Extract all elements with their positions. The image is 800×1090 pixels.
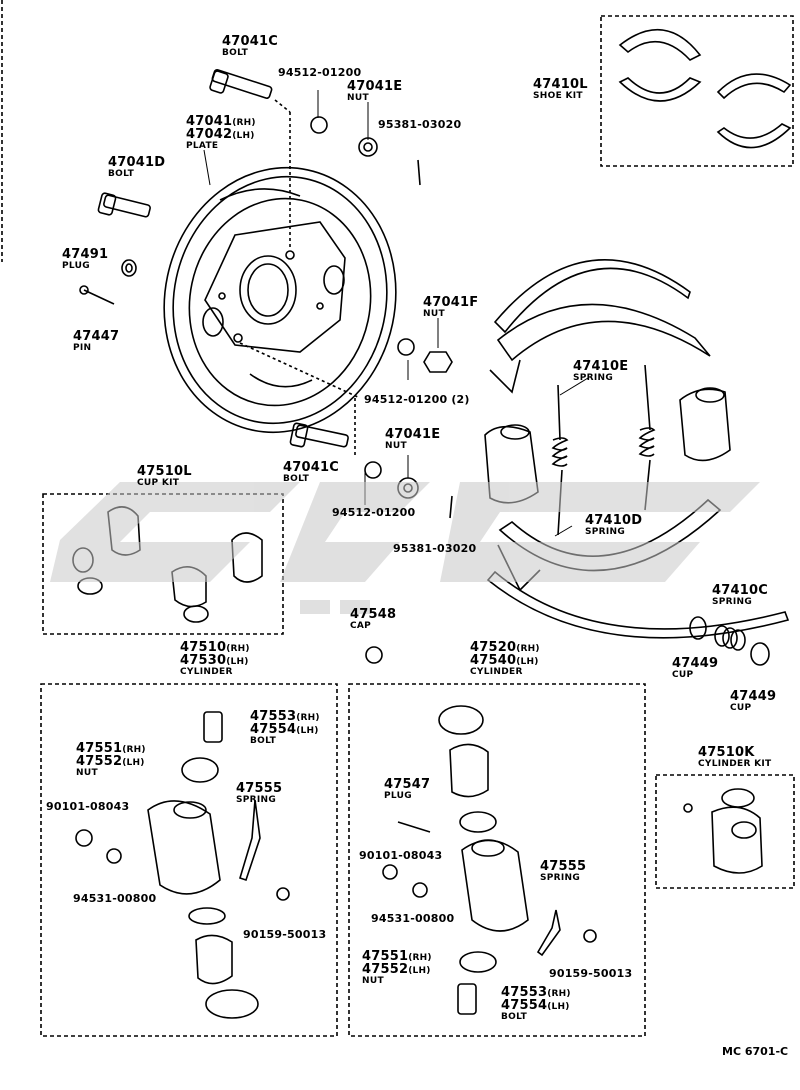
label-bolt-47041c-mid: 47041C BOLT [283, 460, 339, 484]
label-nut-right: 47551(RH) 47552(LH) NUT [362, 949, 432, 986]
bleeder-top-icon [417, 159, 421, 186]
plug-47491-icon [121, 259, 137, 277]
spring-47410d-icon [551, 384, 569, 536]
label-nut-47041e-mid: 47041E NUT [385, 427, 441, 451]
washer-94512-top-icon [310, 116, 328, 134]
wheel-cylinder-right-icon [679, 387, 731, 462]
label-bolt-47041c-top: 47041C BOLT [222, 34, 278, 58]
label-nut-47041e-top: 47041E NUT [347, 79, 403, 103]
bolt-47041c-top-icon [209, 69, 273, 99]
right-cylinder-frame [348, 683, 646, 1037]
label-spring-47555-right: 47555 SPRING [540, 859, 587, 883]
label-90101-left: 90101-08043 [46, 800, 130, 813]
label-spring-47555-left: 47555 SPRING [236, 781, 283, 805]
watermark-logo [50, 482, 760, 614]
label-spring-47410c: 47410C SPRING [712, 583, 768, 607]
label-plug-47491: 47491 PLUG [62, 247, 109, 271]
label-bolt-47041d: 47041D BOLT [108, 155, 166, 179]
label-cap-47548: 47548 CAP [350, 607, 397, 631]
bolt-47041c-mid-icon [289, 422, 349, 448]
label-pin-47447: 47447 PIN [73, 329, 120, 353]
nut-47041e-top-icon [358, 137, 378, 157]
label-cylinder-left: 47510(RH) 47530(LH) CYLINDER [180, 640, 250, 677]
label-90159-left: 90159-50013 [243, 928, 327, 941]
label-bolt-left: 47553(RH) 47554(LH) BOLT [250, 709, 320, 746]
cylinder-kit-icon [683, 788, 763, 874]
cup-47449-a-icon [689, 616, 707, 640]
washer-94512-low-icon [364, 461, 382, 479]
nut-47041f-icon [423, 351, 453, 373]
bleeder-mid-icon [449, 495, 453, 519]
label-plate: 47041(RH) 47042(LH) PLATE [186, 114, 256, 151]
label-cup-47449-a: 47449 CUP [672, 656, 719, 680]
label-spring-47410d: 47410D SPRING [585, 513, 643, 537]
label-90101-right: 90101-08043 [359, 849, 443, 862]
label-94531-left: 94531-00800 [73, 892, 157, 905]
cup-47449-b-icon [750, 642, 770, 666]
label-plug-47547: 47547 PLUG [384, 777, 431, 801]
backing-plate [163, 166, 397, 434]
label-shoe-kit: 47410L SHOE KIT [533, 77, 588, 101]
spring-47410c-icon [714, 625, 746, 651]
label-cup-kit: 47510L CUP KIT [137, 464, 192, 488]
washer-94512-mid-icon [397, 338, 415, 356]
brake-shoe-upper [489, 259, 711, 394]
diagram-id: MC 6701-C [722, 1045, 789, 1058]
label-bolt-right: 47553(RH) 47554(LH) BOLT [501, 985, 571, 1022]
label-94512-mid: 94512-01200 [332, 506, 416, 519]
label-cylinder-kit: 47510K CYLINDER KIT [698, 745, 772, 769]
label-nut-left: 47551(RH) 47552(LH) NUT [76, 741, 146, 778]
shoe-kit-frame [600, 15, 794, 167]
label-94512-top: 94512-01200 [278, 66, 362, 79]
label-cylinder-right: 47520(RH) 47540(LH) CYLINDER [470, 640, 540, 677]
pin-47447-icon [79, 285, 115, 305]
shoe-kit-icon [618, 28, 792, 149]
left-cylinder-frame [40, 683, 338, 1037]
right-cylinder-parts-icon [382, 705, 597, 1015]
label-95381-mid: 95381-03020 [393, 542, 477, 555]
label-94531-right: 94531-00800 [371, 912, 455, 925]
label-nut-47041f: 47041F NUT [423, 295, 479, 319]
cap-47548-icon [365, 646, 383, 664]
label-95381-top: 95381-03020 [378, 118, 462, 131]
left-cylinder-parts-icon [75, 711, 290, 1019]
label-cup-47449-b: 47449 CUP [730, 689, 777, 713]
label-90159-right: 90159-50013 [549, 967, 633, 980]
label-94512-two: 94512-01200 (2) [364, 393, 470, 406]
label-spring-47410e: 47410E SPRING [573, 359, 629, 383]
bolt-47041d-icon [97, 192, 151, 218]
